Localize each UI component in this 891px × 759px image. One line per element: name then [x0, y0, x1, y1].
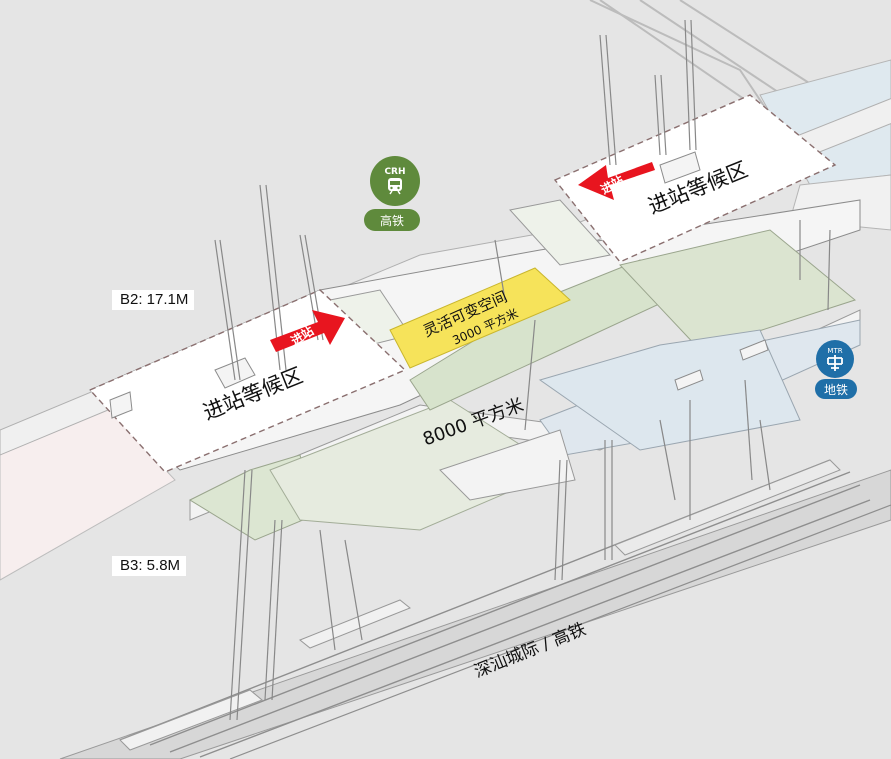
b2-blue-area: [538, 329, 801, 451]
waiting-zone-right-area: [553, 94, 837, 263]
entry-arrow-right: [578, 162, 655, 200]
b2-corridor-2: [509, 199, 611, 266]
metro-icon: [827, 355, 843, 371]
crh-logo-text: CRH: [384, 167, 406, 177]
b3-stair: [439, 429, 576, 501]
hsr-badge: CRH: [370, 156, 420, 206]
rail-tracks: [59, 459, 891, 759]
b3-green-hall: [269, 399, 562, 531]
flex-space-area: [389, 267, 571, 369]
train-icon: [388, 178, 402, 195]
mtr-logo-text: MTR: [827, 347, 843, 355]
b2-green-area-right: [619, 229, 857, 351]
hsr-label: 高铁: [364, 209, 420, 231]
entry-arrow-left: [270, 310, 345, 352]
metro-label: 地铁: [815, 379, 857, 399]
furniture: [109, 151, 769, 419]
level-label-b2: B2: 17.1M: [112, 290, 195, 310]
level-label-b3: B3: 5.8M: [112, 556, 187, 576]
metro-badge: MTR: [816, 340, 854, 378]
